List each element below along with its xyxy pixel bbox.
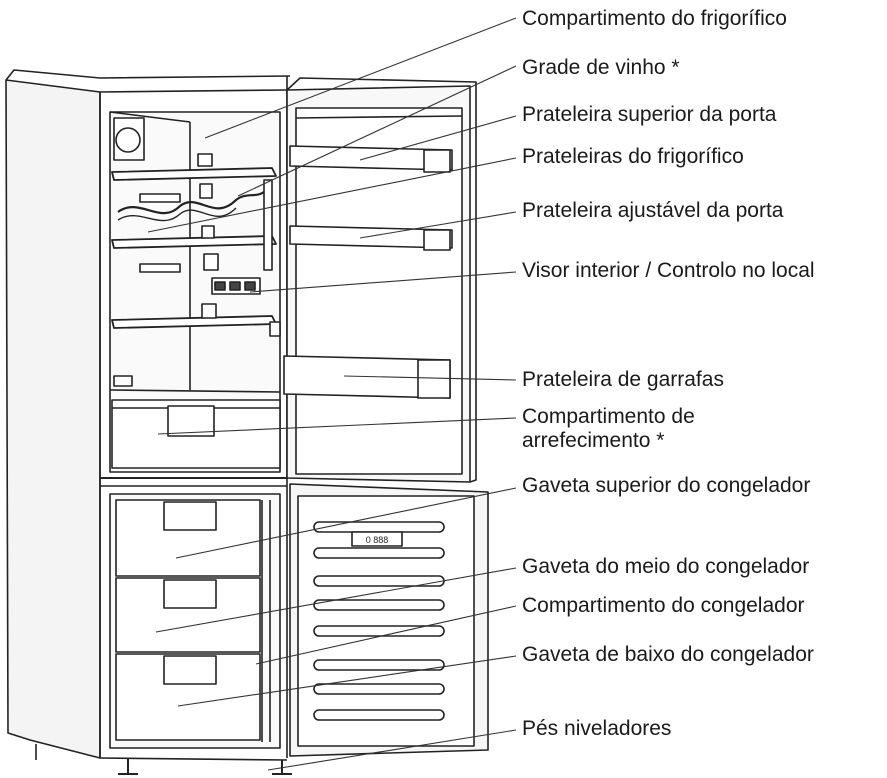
label-fridge-shelves: Prateleiras do frigorífico — [522, 145, 744, 168]
interior-display — [211, 277, 261, 295]
leader-line-upper-door-shelf — [359, 115, 517, 161]
fridge-door — [283, 77, 477, 483]
leader-line-adjustable-door-shelf — [359, 211, 517, 239]
fridge-shelves — [111, 167, 277, 329]
label-lower-freezer-drawer: Gaveta de baixo do congelador — [522, 643, 814, 666]
leader-line-middle-freezer-drawer — [155, 567, 517, 633]
leader-line-bottle-shelf — [343, 375, 517, 381]
label-upper-freezer-drawer: Gaveta superior do congelador — [522, 474, 811, 497]
label-bottle-shelf: Prateleira de garrafas — [522, 368, 724, 391]
door-display-text: 0 888 — [366, 535, 389, 545]
leader-lines — [147, 17, 517, 771]
leader-line-interior-display — [249, 271, 517, 293]
leader-line-upper-freezer-drawer — [175, 487, 517, 559]
label-chiller-compartment: Compartimento de arrefecimento * — [522, 405, 695, 452]
leveling-feet — [35, 744, 292, 775]
leader-line-leveling-feet — [267, 729, 517, 771]
freezer-cavity — [100, 477, 287, 749]
leader-line-fridge-compartment — [204, 17, 517, 139]
label-upper-door-shelf: Prateleira superior da porta — [522, 103, 777, 126]
label-freezer-compartment: Compartimento do congelador — [522, 594, 805, 617]
freezer-door — [289, 483, 489, 757]
label-middle-freezer-drawer: Gaveta do meio do congelador — [522, 555, 810, 578]
chiller-drawer — [111, 399, 281, 469]
leader-line-chiller-compartment — [157, 417, 517, 435]
label-adjustable-door-shelf: Prateleira ajustável da porta — [522, 199, 784, 222]
leader-line-fridge-shelves — [147, 157, 517, 233]
leader-line-lower-freezer-drawer — [177, 655, 517, 707]
label-wine-rack: Grade de vinho * — [522, 56, 680, 79]
label-interior-display: Visor interior / Controlo no local — [522, 259, 815, 282]
leader-line-freezer-compartment — [255, 605, 517, 665]
wine-rack — [117, 183, 265, 222]
label-leveling-feet: Pés niveladores — [522, 717, 672, 740]
leader-line-wine-rack — [237, 65, 517, 197]
label-fridge-compartment: Compartimento do frigorífico — [522, 7, 787, 30]
